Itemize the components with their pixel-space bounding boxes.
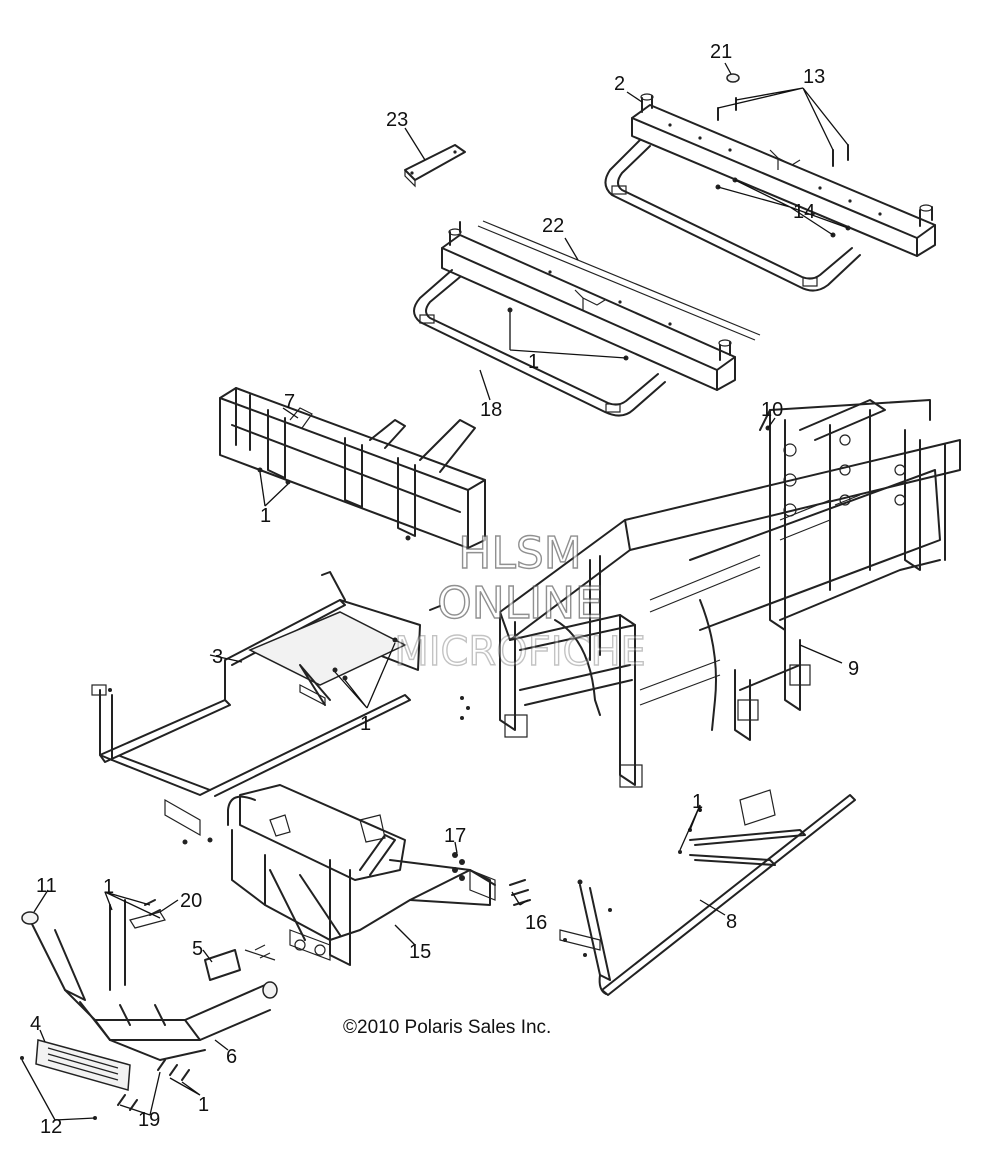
watermark-line-1: HLSM [458,528,582,579]
watermark-line-3: MICROFICHE [394,629,646,675]
callout-1-floor: 1 [360,713,371,735]
callout-20: 20 [180,890,202,912]
callout-1-seat: 1 [528,351,539,373]
hardware-bumper [20,899,190,1120]
seat-base-frame [219,387,486,549]
hardware-top [715,73,851,238]
front-chassis [227,784,496,966]
seat-frame-middle [413,221,736,417]
trim-strip-22 [477,220,761,341]
callout-5: 5 [192,938,203,960]
callout-22: 22 [542,215,564,237]
callout-19: 19 [138,1109,160,1131]
callout-labels: 21 2 13 23 22 14 1 18 7 10 1 9 3 1 1 17 … [30,41,859,1138]
leader-lines [21,62,849,1121]
callout-1-base: 1 [260,505,271,527]
floor-frame [91,571,441,845]
hardware-mid [452,852,531,906]
side-rail [559,789,856,996]
callout-1-bumper-top: 1 [103,876,114,898]
callout-1-bumper: 1 [198,1094,209,1116]
callout-23: 23 [386,109,408,131]
callout-9: 9 [848,658,859,680]
callout-8: 8 [726,911,737,933]
watermark-line-2: ONLINE [437,578,603,629]
callout-10: 10 [761,399,783,421]
callout-14: 14 [793,201,815,223]
watermark: HLSM ONLINE MICROFICHE [393,527,646,675]
copyright-text: ©2010 Polaris Sales Inc. [343,1017,551,1038]
callout-12: 12 [40,1116,62,1138]
callout-16: 16 [525,912,547,934]
callout-2: 2 [614,73,625,95]
callout-6: 6 [226,1046,237,1068]
main-frame [460,399,961,788]
callout-18: 18 [480,399,502,421]
callout-1-rail: 1 [692,791,703,813]
callout-4: 4 [30,1013,41,1035]
callout-3: 3 [212,646,223,668]
callout-13: 13 [803,66,825,88]
callout-17: 17 [444,825,466,847]
grille-plate [35,1039,131,1091]
callout-11: 11 [36,875,57,897]
callout-7: 7 [284,391,295,413]
seat-frame-upper [604,93,936,292]
front-bumper [21,899,278,1061]
callout-21: 21 [710,41,732,63]
bracket-23 [404,144,466,188]
callout-15: 15 [409,941,431,963]
